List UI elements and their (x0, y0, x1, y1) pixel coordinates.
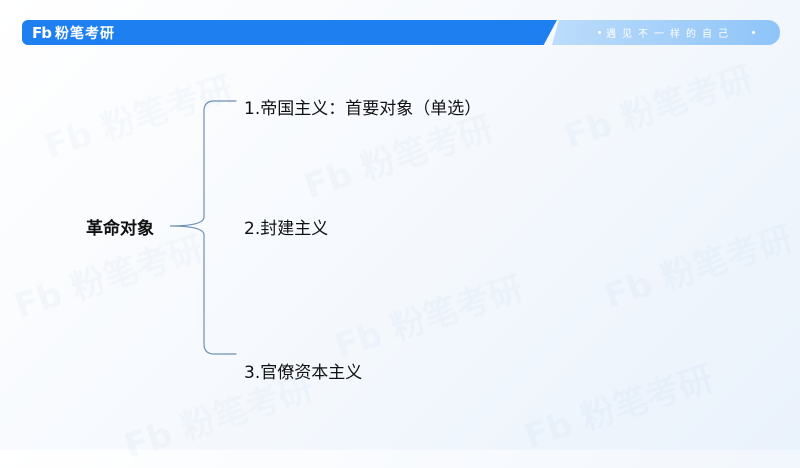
branch-item: 1.帝国主义：首要对象（单选） (244, 99, 482, 119)
brand-logo: Fb 粉笔考研 (32, 22, 115, 43)
brace-line (169, 100, 237, 355)
slogan-dot-left (598, 31, 601, 34)
header-bar (22, 20, 557, 45)
slogan-dot-right (752, 31, 755, 34)
root-node-label: 革命对象 (86, 219, 154, 239)
brand-mark-icon: Fb (32, 23, 52, 42)
branch-item: 2.封建主义 (244, 219, 329, 239)
slogan-bar (552, 20, 780, 45)
brand-name: 粉笔考研 (54, 25, 115, 42)
brace-connector (169, 100, 237, 355)
slogan-text: 遇见不一样的自己 (606, 29, 734, 40)
branch-item: 3.官僚资本主义 (244, 363, 363, 383)
